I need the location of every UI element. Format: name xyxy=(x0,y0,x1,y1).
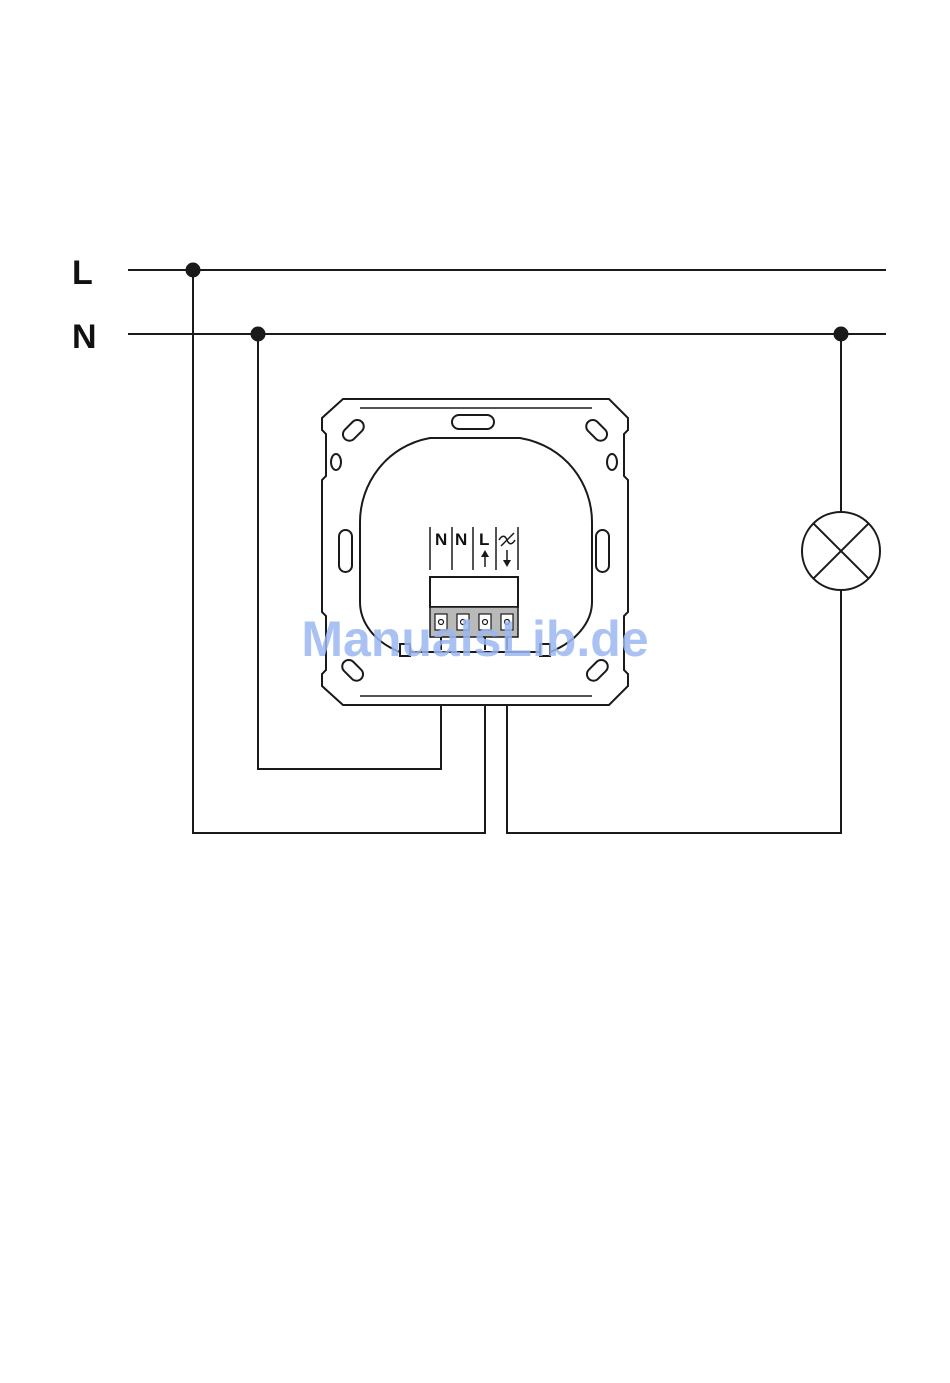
side-slot-right xyxy=(596,530,609,572)
lamp-junction-node xyxy=(834,327,848,341)
neutral-junction-node xyxy=(251,327,265,341)
neutral-bus-label: N xyxy=(72,318,97,356)
terminal-housing xyxy=(430,577,518,607)
terminal-label-n1: N xyxy=(435,530,447,549)
top-slot xyxy=(452,415,494,429)
side-slot-left xyxy=(339,530,352,572)
watermark: ManualsLib.de xyxy=(301,611,648,667)
lamp-symbol xyxy=(802,512,880,590)
line-junction-node xyxy=(186,263,200,277)
side-hole-left-upper xyxy=(331,454,341,470)
line-bus-label: L xyxy=(72,254,93,292)
terminal-label-n2: N xyxy=(455,530,467,549)
side-hole-right-upper xyxy=(607,454,617,470)
terminal-label-l: L xyxy=(479,530,489,549)
